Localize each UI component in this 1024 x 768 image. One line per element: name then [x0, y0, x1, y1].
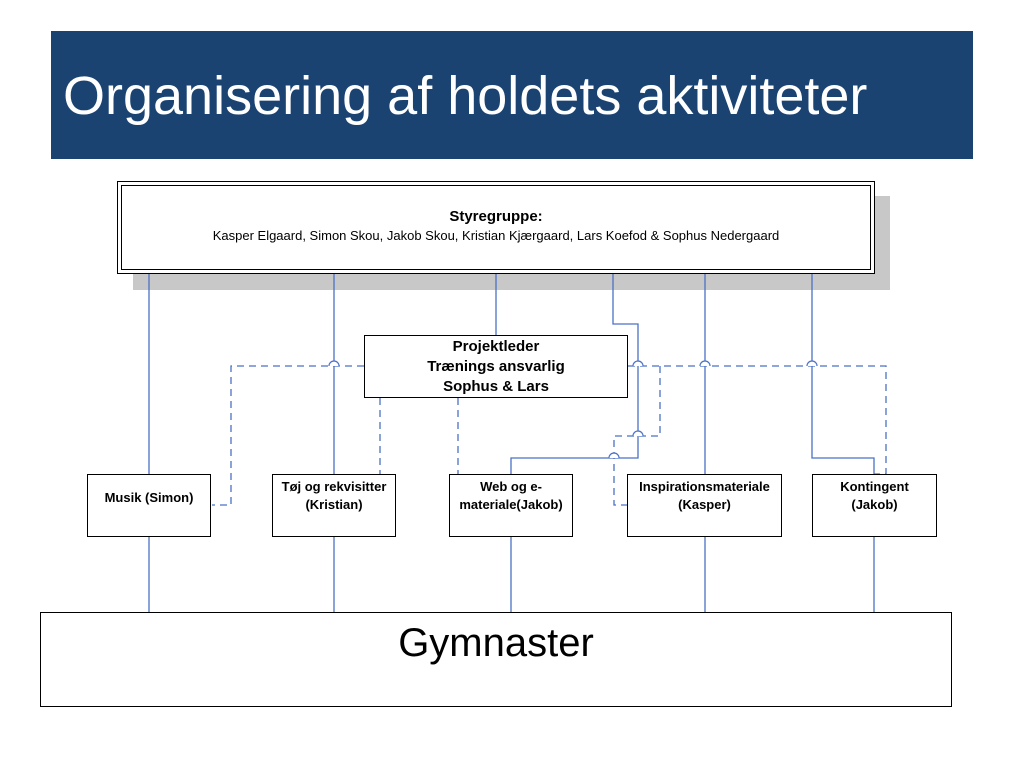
- activity-box-web: Web og e- materiale(Jakob): [449, 474, 573, 537]
- solid-connector-kontingent: [811, 274, 875, 474]
- project-leader-names: Sophus & Lars: [443, 378, 549, 395]
- activity-label-line2: materiale(Jakob): [459, 497, 563, 512]
- project-leader-box: Projektleder Trænings ansvarlig Sophus &…: [364, 335, 628, 398]
- activity-label-line2: (Kasper): [678, 497, 731, 512]
- gymnasts-box: Gymnaster: [40, 612, 952, 707]
- dashed-connector-kontingent: [628, 365, 887, 475]
- steering-group-box: Styregruppe: Kasper Elgaard, Simon Skou,…: [117, 181, 875, 274]
- training-responsible-role: Trænings ansvarlig: [427, 358, 565, 375]
- slide-title: Organisering af holdets aktiviteter: [63, 66, 868, 126]
- activity-label-line1: Inspirationsmateriale: [639, 479, 770, 494]
- line-hop-5: [632, 430, 644, 437]
- line-hop-3: [699, 360, 711, 367]
- line-hop-4: [806, 360, 818, 367]
- line-hop-6: [608, 452, 620, 459]
- gymnasts-label: Gymnaster: [398, 621, 594, 665]
- line-hop-1: [328, 360, 340, 367]
- activity-label-line2: (Jakob): [851, 497, 898, 512]
- activity-box-toej: Tøj og rekvisitter (Kristian): [272, 474, 396, 537]
- activity-label-line1: Web og e-: [480, 479, 542, 494]
- line-hop-2: [632, 360, 644, 367]
- title-bar: Organisering af holdets aktiviteter: [51, 31, 973, 159]
- activity-box-musik: Musik (Simon): [87, 474, 211, 537]
- project-leader-role: Projektleder: [452, 338, 540, 355]
- activity-label-line1: Tøj og rekvisitter: [281, 479, 387, 494]
- steering-group-inner-border: [121, 185, 871, 270]
- activity-label-line2: (Kristian): [305, 497, 363, 512]
- steering-group-members: Kasper Elgaard, Simon Skou, Jakob Skou, …: [212, 228, 780, 243]
- activity-label-line1: Kontingent: [840, 479, 909, 494]
- steering-group-title: Styregruppe:: [449, 208, 543, 225]
- activity-label-line1: Musik (Simon): [104, 490, 194, 505]
- activity-box-kontingent: Kontingent (Jakob): [812, 474, 937, 537]
- activity-box-inspiration: Inspirationsmateriale (Kasper): [627, 474, 782, 537]
